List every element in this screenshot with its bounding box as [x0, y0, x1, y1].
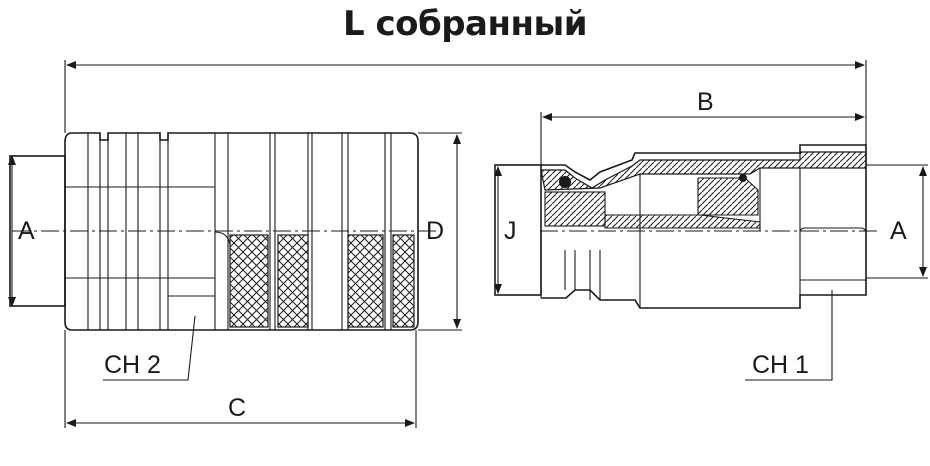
- o-ring: [559, 176, 571, 188]
- label-ch1: CH 1: [752, 351, 809, 379]
- label-b: B: [697, 88, 714, 116]
- diagram-title: L собранный: [342, 4, 588, 44]
- knurl-band: [277, 234, 309, 328]
- inner-sleeve: [544, 191, 606, 227]
- leader-ch1: [745, 290, 833, 381]
- label-a-left: A: [18, 217, 35, 245]
- hex-nut: [799, 227, 867, 234]
- plug-body-outline: [541, 144, 867, 309]
- female-body-outline: [64, 132, 419, 331]
- valve-seat: [697, 177, 759, 216]
- plug-flange: [494, 164, 542, 296]
- knurl-band: [392, 234, 415, 328]
- valve-stem: [604, 214, 761, 229]
- label-d: D: [426, 217, 444, 245]
- male-plug: [494, 144, 880, 309]
- label-a-right: A: [890, 217, 907, 245]
- knurl-band: [229, 234, 269, 328]
- leader-ch2: [103, 315, 196, 381]
- female-coupler: [9, 132, 440, 331]
- section-hatch: [540, 151, 867, 191]
- label-c: C: [228, 394, 246, 422]
- label-j: J: [504, 217, 517, 245]
- label-ch2: CH 2: [104, 351, 161, 379]
- knurl-band: [347, 234, 384, 328]
- o-ring-small: [739, 174, 747, 182]
